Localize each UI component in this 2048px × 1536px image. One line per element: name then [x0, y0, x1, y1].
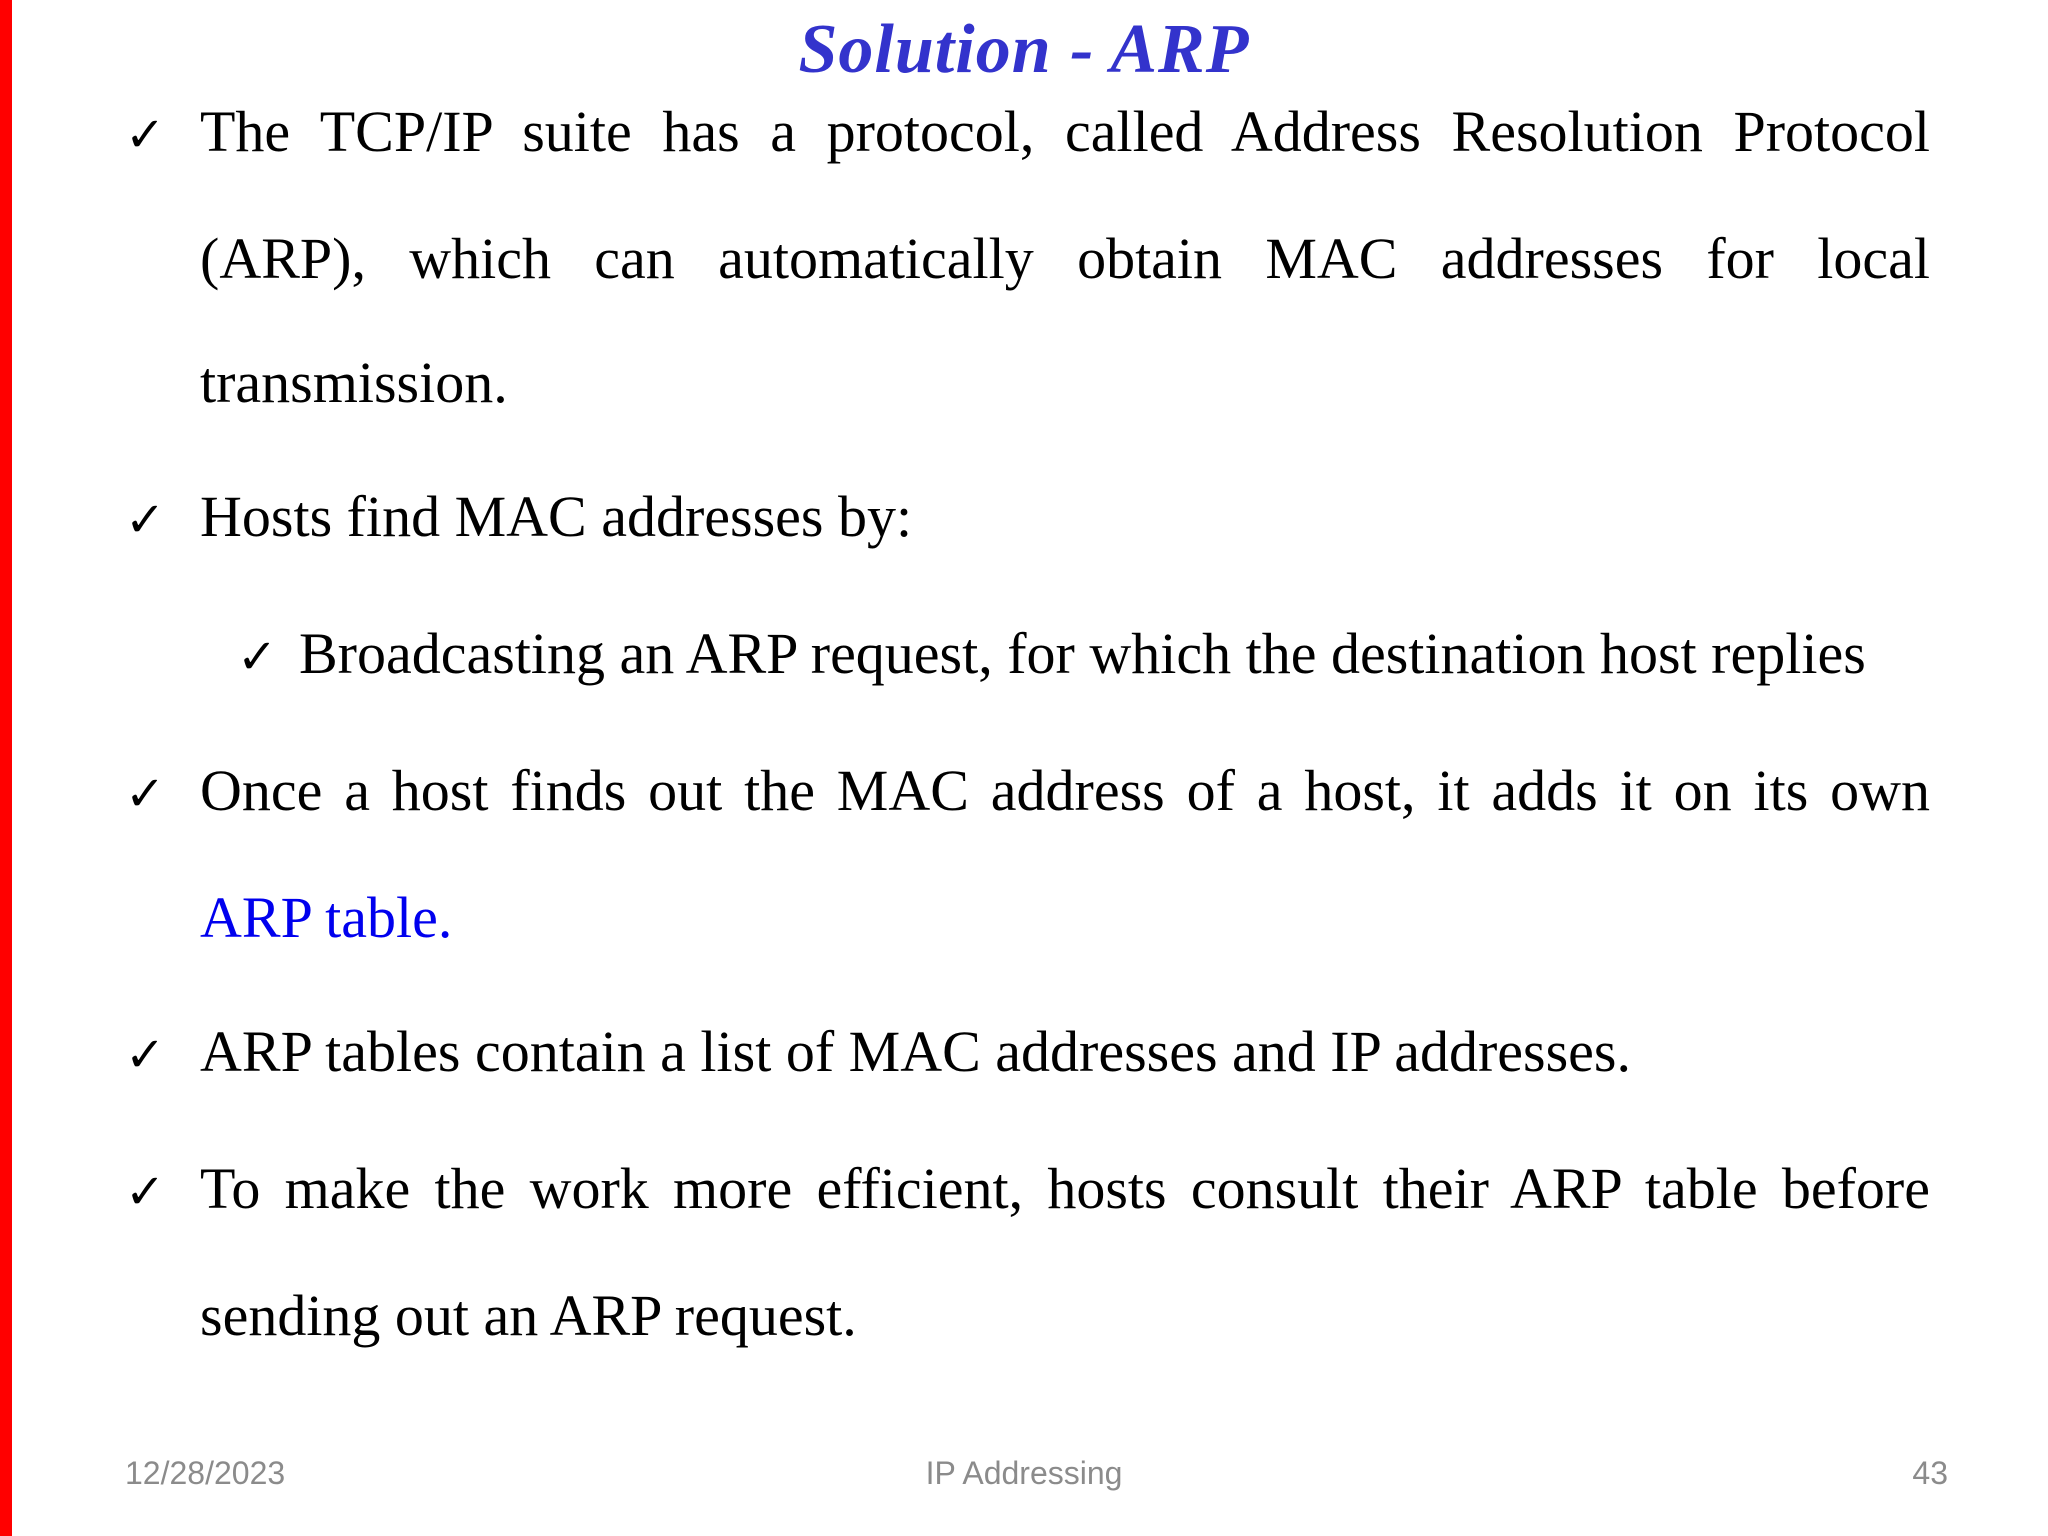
- bullet-text: Broadcasting an ARP request, for which t…: [299, 621, 1866, 686]
- footer-page-number: 43: [1912, 1455, 1948, 1491]
- bullet-consult-arp-table: ✓ To make the work more efficient, hosts …: [125, 1127, 1930, 1378]
- bullet-text: To make the work more efficient, hosts c…: [200, 1156, 1930, 1348]
- bullet-hosts-find-mac: ✓ Hosts find MAC addresses by:: [125, 455, 1930, 582]
- checkmark-icon: ✓: [237, 629, 278, 685]
- footer-date: 12/28/2023: [125, 1455, 286, 1491]
- bullet-text: ARP tables contain a list of MAC address…: [200, 1019, 1631, 1084]
- bullet-text: The TCP/IP suite has a protocol, called …: [200, 99, 1930, 415]
- bullet-arp-table: ✓ Once a host finds out the MAC address o…: [125, 729, 1930, 980]
- slide-body: ✓ The TCP/IP suite has a protocol, called…: [125, 70, 1930, 1388]
- left-accent-bar: [0, 0, 12, 1536]
- checkmark-icon: ✓: [125, 766, 166, 822]
- checkmark-icon: ✓: [125, 492, 166, 548]
- slide-footer: IP Addressing 12/28/2023 43: [0, 1455, 2048, 1515]
- checkmark-icon: ✓: [125, 1027, 166, 1083]
- bullet-arp-tables-contents: ✓ ARP tables contain a list of MAC addres…: [125, 990, 1930, 1117]
- subbullet-broadcasting-arp-request: ✓ Broadcasting an ARP request, for which …: [237, 592, 1930, 719]
- bullet-text: Once a host finds out the MAC address of…: [200, 758, 1930, 823]
- checkmark-icon: ✓: [125, 107, 166, 163]
- bullet-text-highlight: ARP table.: [200, 885, 453, 950]
- checkmark-icon: ✓: [125, 1164, 166, 1220]
- bullet-arp-protocol: ✓ The TCP/IP suite has a protocol, called…: [125, 70, 1930, 445]
- slide-title: Solution - ARP: [798, 11, 1250, 88]
- footer-section-title: IP Addressing: [925, 1455, 1123, 1491]
- bullet-text: Hosts find MAC addresses by:: [200, 484, 913, 549]
